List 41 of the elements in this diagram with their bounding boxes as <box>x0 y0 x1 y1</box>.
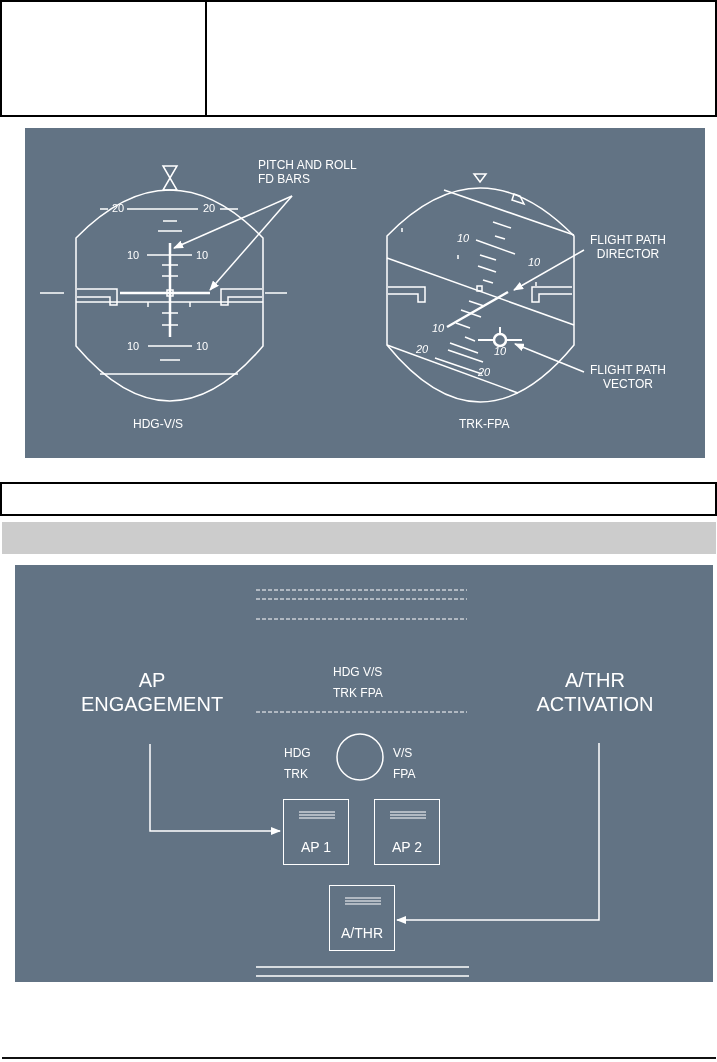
director-bar <box>446 290 509 329</box>
button-label: AP 2 <box>390 839 424 855</box>
scale-number: 10 <box>528 256 541 270</box>
scale-number: 10 <box>494 345 507 359</box>
scale-number: 10 <box>457 232 470 246</box>
arrow <box>209 195 293 291</box>
scale-number: 10 <box>196 249 209 263</box>
knob-label: FPA <box>393 767 416 782</box>
callout-text: FLIGHT PATH DIRECTOR <box>583 233 673 262</box>
scale-number: 10 <box>127 249 140 263</box>
panel-label: TRK FPA <box>333 686 383 701</box>
push-button <box>329 885 395 951</box>
knob-label: TRK <box>284 767 308 782</box>
callout-text: FLIGHT PATH VECTOR <box>583 363 673 392</box>
knob-label: V/S <box>393 746 413 761</box>
callout-text: A/THR ACTIVATION <box>515 668 675 716</box>
arrow <box>514 343 585 373</box>
flight-path-vector-symbol <box>477 326 523 348</box>
button-label: AP 1 <box>299 839 333 855</box>
push-button <box>283 799 349 865</box>
panel-label: HDG V/S <box>333 665 383 680</box>
button-label: A/THR <box>340 925 384 941</box>
scale-number: 20 <box>416 343 429 357</box>
callout-text: PITCH AND ROLL FD BARS <box>258 158 358 187</box>
arrow <box>173 195 293 249</box>
callout-text: AP ENGAGEMENT <box>72 668 232 716</box>
scale-number: 20 <box>112 202 125 216</box>
push-button <box>374 799 440 865</box>
arrow <box>149 743 281 835</box>
scale-number: 10 <box>432 322 445 336</box>
arrow <box>513 249 585 291</box>
knob-label: HDG <box>284 746 311 761</box>
display-caption: HDG-V/S <box>133 417 183 432</box>
display-caption: TRK-FPA <box>459 417 510 432</box>
scale-number: 10 <box>127 340 140 354</box>
scale-number: 10 <box>196 340 209 354</box>
pitch-bar <box>168 243 172 337</box>
arrow <box>396 742 600 924</box>
roll-bar <box>120 291 210 295</box>
scale-number: 20 <box>203 202 216 216</box>
scale-number: 20 <box>478 366 491 380</box>
